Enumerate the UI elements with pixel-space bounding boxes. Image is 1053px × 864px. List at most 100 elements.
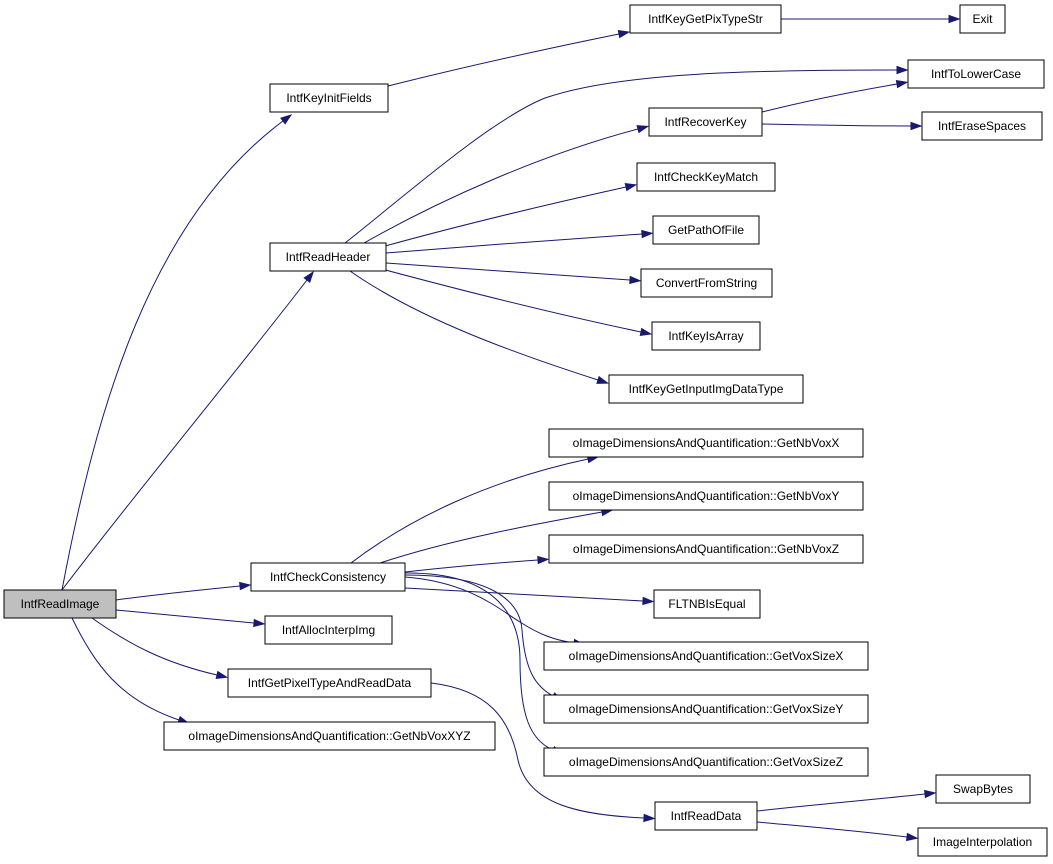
node-box	[654, 801, 758, 831]
node-nbvoxy[interactable]: oImageDimensionsAndQuantification::GetNb…	[548, 481, 864, 511]
edge-line	[377, 186, 627, 249]
edge-line	[761, 83, 898, 113]
edge-line	[387, 33, 620, 87]
node-box	[652, 215, 760, 245]
node-recoverkey[interactable]: IntfRecoverKey	[648, 107, 763, 137]
node-alloc[interactable]: IntfAllocInterpImg	[264, 615, 393, 645]
edge-checkcons-to-voxsizex	[404, 576, 586, 648]
node-voxsizez[interactable]: oImageDimensionsAndQuantification::GetVo…	[543, 747, 869, 777]
arrowhead-icon	[629, 275, 642, 285]
node-label: oImageDimensionsAndQuantification::GetNb…	[573, 436, 840, 450]
arrowhead-icon	[642, 596, 655, 606]
edge-line	[404, 572, 554, 751]
node-box	[917, 827, 1048, 857]
node-root: IntfReadImage	[3, 589, 117, 619]
node-label: IntfReadData	[671, 809, 742, 823]
node-label: IntfToLowerCase	[931, 67, 1021, 81]
node-box	[269, 83, 389, 113]
node-label: ImageInterpolation	[933, 835, 1032, 849]
node-label: IntfReadImage	[21, 597, 100, 611]
edge-checkcons-to-fltnbisequal	[404, 587, 655, 606]
node-convertfromstring[interactable]: ConvertFromString	[640, 268, 773, 298]
node-voxsizex[interactable]: oImageDimensionsAndQuantification::GetVo…	[543, 641, 869, 671]
edge-readheader-to-getpathoffile	[385, 229, 654, 254]
node-label: Exit	[972, 12, 993, 26]
node-box	[227, 668, 432, 698]
node-label: oImageDimensionsAndQuantification::GetNb…	[188, 729, 470, 743]
node-box	[543, 641, 869, 671]
node-readdata[interactable]: IntfReadData	[654, 801, 758, 831]
arrowhead-icon	[624, 183, 638, 192]
node-box	[163, 721, 496, 751]
node-box	[640, 268, 773, 298]
edge-line	[404, 576, 575, 644]
edge-line	[91, 617, 218, 676]
node-voxsizey[interactable]: oImageDimensionsAndQuantification::GetVo…	[543, 694, 869, 724]
node-box	[636, 162, 776, 192]
node-exit[interactable]: Exit	[959, 4, 1006, 34]
node-nbvoxx[interactable]: oImageDimensionsAndQuantification::GetNb…	[548, 428, 864, 458]
edge-line	[377, 267, 642, 333]
edge-readheader-to-convertfromstring	[385, 262, 642, 285]
node-box	[935, 774, 1031, 804]
edge-line	[115, 609, 255, 624]
node-box	[548, 481, 864, 511]
arrowhead-icon	[215, 670, 229, 679]
node-getpix[interactable]: IntfGetPixelTypeAndReadData	[227, 668, 432, 698]
node-box	[907, 59, 1045, 89]
node-label: oImageDimensionsAndQuantification::GetVo…	[569, 702, 844, 716]
node-swapbytes[interactable]: SwapBytes	[935, 774, 1031, 804]
node-fltnbisequal[interactable]: FLTNBIsEqual	[653, 589, 761, 619]
node-box	[653, 589, 761, 619]
arrowhead-icon	[639, 327, 653, 337]
arrowhead-icon	[636, 125, 650, 134]
node-tolower[interactable]: IntfToLowerCase	[907, 59, 1045, 89]
arrowhead-icon	[905, 832, 919, 842]
edge-readdata-to-imageinterp	[756, 821, 919, 842]
arrowhead-icon	[895, 79, 909, 89]
edge-line	[385, 262, 631, 281]
node-nbvoxz[interactable]: oImageDimensionsAndQuantification::GetNb…	[548, 534, 864, 564]
node-box	[959, 4, 1006, 34]
edge-line	[61, 120, 284, 591]
node-label: IntfKeyGetInputImgDataType	[629, 382, 784, 396]
edge-line	[430, 682, 645, 819]
edge-line	[344, 69, 898, 244]
node-label: IntfRecoverKey	[664, 115, 746, 129]
node-keyisarray[interactable]: IntfKeyIsArray	[651, 321, 761, 351]
edge-recoverkey-to-tolower	[761, 79, 909, 113]
node-box	[269, 242, 387, 272]
node-box	[648, 107, 763, 137]
edge-line	[404, 559, 539, 573]
arrowhead-icon	[641, 229, 654, 239]
node-label: IntfGetPixelTypeAndReadData	[248, 676, 412, 690]
node-imageinterp[interactable]: ImageInterpolation	[917, 827, 1048, 857]
node-box	[543, 694, 869, 724]
edge-root-to-checkcons	[115, 581, 252, 601]
edge-readheader-to-checkkeymatch	[377, 183, 638, 249]
node-nbvoxxyz[interactable]: oImageDimensionsAndQuantification::GetNb…	[163, 721, 496, 751]
node-inputimgdatatype[interactable]: IntfKeyGetInputImgDataType	[608, 374, 804, 404]
node-label: ConvertFromString	[656, 276, 757, 290]
node-keyinit[interactable]: IntfKeyInitFields	[269, 83, 389, 113]
node-pixtypestr[interactable]: IntfKeyGetPixTypeStr	[629, 4, 782, 34]
node-box	[629, 4, 782, 34]
node-checkcons[interactable]: IntfCheckConsistency	[250, 562, 406, 592]
edge-line	[756, 821, 908, 838]
node-label: IntfKeyIsArray	[668, 329, 743, 343]
arrowhead-icon	[924, 789, 937, 799]
arrowhead-icon	[896, 65, 909, 75]
edge-line	[385, 233, 643, 254]
node-box	[921, 111, 1043, 141]
node-label: oImageDimensionsAndQuantification::GetVo…	[569, 755, 843, 769]
node-label: FLTNBIsEqual	[668, 597, 745, 611]
node-box	[651, 321, 761, 351]
node-erasespaces[interactable]: IntfEraseSpaces	[921, 111, 1043, 141]
node-readheader[interactable]: IntfReadHeader	[269, 242, 387, 272]
edge-root-to-getpix	[91, 617, 229, 679]
node-getpathoffile[interactable]: GetPathOfFile	[652, 215, 760, 245]
edge-getpix-to-readdata	[430, 682, 656, 823]
node-checkkeymatch[interactable]: IntfCheckKeyMatch	[636, 162, 776, 192]
edge-line	[115, 585, 241, 601]
